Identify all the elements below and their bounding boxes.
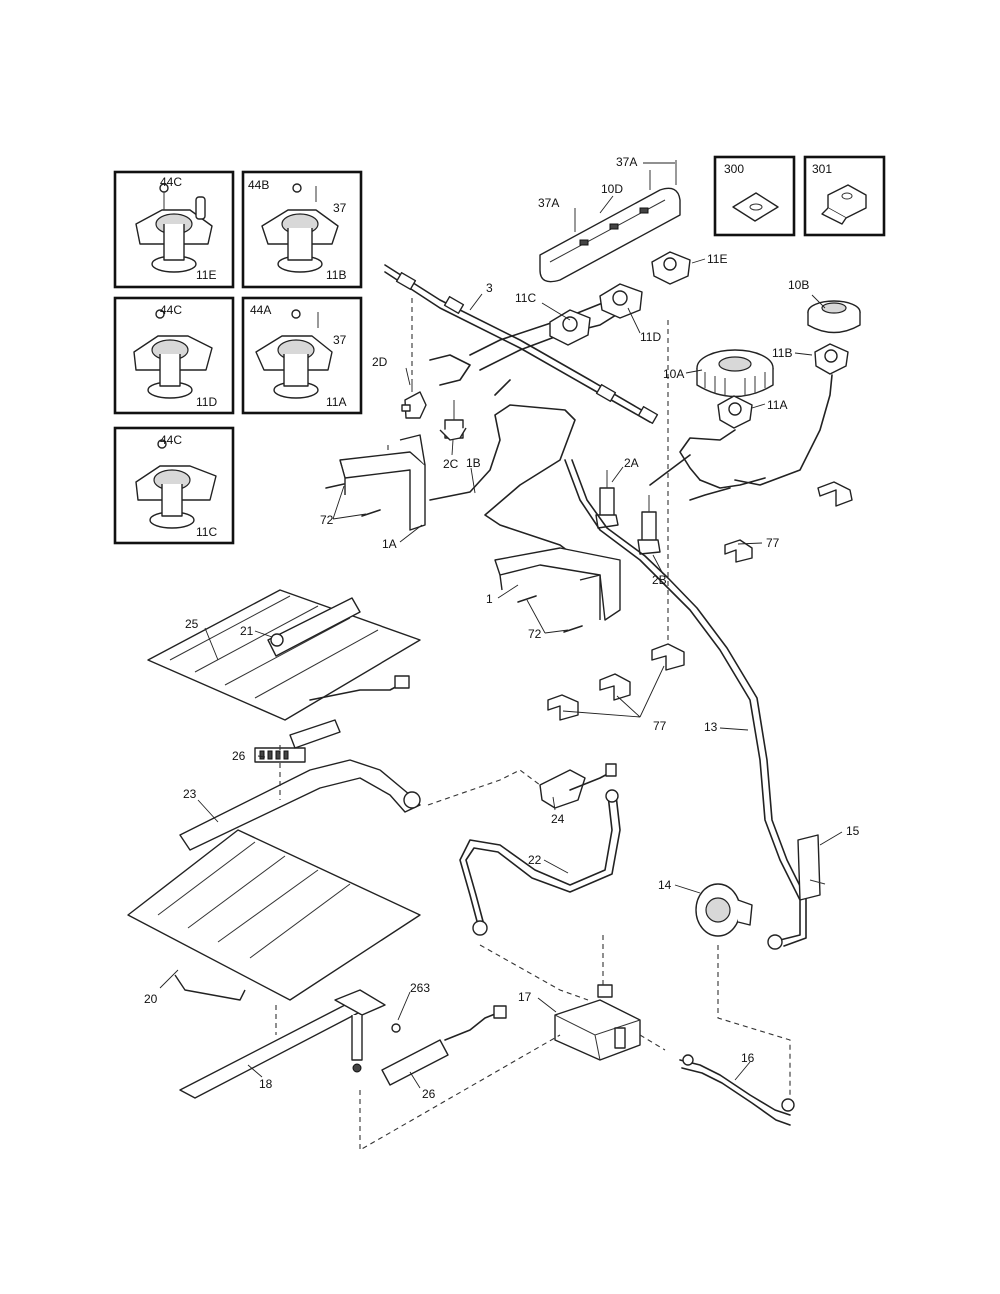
- part-label: 77: [653, 719, 667, 733]
- manifold-wire-3: [384, 264, 659, 425]
- part-label: 11A: [767, 398, 787, 412]
- part-label: 2B: [652, 573, 667, 587]
- shield-25: [147, 589, 421, 721]
- part-label: 10B: [788, 278, 809, 292]
- part-label: 11E: [707, 252, 727, 266]
- burner-cap-10b: [807, 300, 861, 334]
- valve-11e: [651, 251, 691, 285]
- part-label: 37A: [538, 196, 559, 210]
- inset-301: 301: [803, 155, 886, 237]
- part-label: 72: [528, 627, 542, 641]
- callout-label: 37: [333, 333, 347, 347]
- callout-label: 301: [812, 162, 832, 176]
- valve-11b: [814, 343, 849, 375]
- part-label: 3: [486, 281, 493, 295]
- callout-label: 11D: [196, 395, 217, 409]
- valve-11a: [717, 395, 753, 429]
- part-label: 37A: [616, 155, 637, 169]
- part-label: 15: [846, 824, 860, 838]
- callout-label: 300: [724, 162, 744, 176]
- regulator-14: [695, 883, 783, 950]
- burner-base-10d: [539, 160, 681, 283]
- manifold-1: [494, 547, 621, 621]
- part-label: 10A: [663, 367, 684, 381]
- bracket-15: [797, 834, 826, 901]
- part-label: 20: [144, 992, 158, 1006]
- part-label: 1: [486, 592, 493, 606]
- tube-11a: [679, 429, 736, 481]
- igniter-26-lower: [381, 1005, 507, 1086]
- part-label: 17: [518, 990, 532, 1004]
- leader-lines: [159, 162, 843, 1089]
- part-label: 11B: [772, 346, 792, 360]
- inset-11d: 44C 11D: [113, 296, 235, 415]
- part-label: 10D: [601, 182, 623, 196]
- part-label: 24: [551, 812, 565, 826]
- inset-11b: 44B 37 11B: [241, 170, 363, 289]
- burner-head-10a: [696, 349, 774, 398]
- valve-2c: [439, 400, 467, 441]
- callout-label: 44C: [160, 303, 182, 317]
- valve-11c: [549, 309, 591, 346]
- part-label: 16: [741, 1051, 755, 1065]
- screw-72: [325, 483, 583, 633]
- valve-2a: [595, 470, 619, 529]
- part-labels: 37A 37A 10D 11E 3 11C 11D 10B 11B 10A 11…: [144, 155, 860, 1101]
- shield-20: [127, 829, 421, 1001]
- part-label: 1A: [382, 537, 397, 551]
- callout-label: 44C: [160, 433, 182, 447]
- part-label: 13: [704, 720, 718, 734]
- inset-11c: 44C 11C: [113, 426, 235, 545]
- callout-label: 44B: [248, 178, 269, 192]
- manifold-1a: [339, 404, 581, 561]
- part-label: 21: [240, 624, 254, 638]
- valve-11d: [599, 283, 643, 319]
- callout-label: 11E: [196, 268, 216, 282]
- tube-11b: [734, 374, 833, 486]
- part-label: 11C: [515, 291, 536, 305]
- bracket-77: [547, 481, 853, 721]
- part-label: 2A: [624, 456, 639, 470]
- callout-label: 11B: [326, 268, 346, 282]
- callout-label: 11C: [196, 525, 217, 539]
- part-label: 77: [766, 536, 780, 550]
- orifice-24: [539, 763, 617, 809]
- callout-label: 11A: [326, 395, 346, 409]
- part-label: 11D: [640, 330, 661, 344]
- callout-label: 44C: [160, 175, 182, 189]
- part-label: 2C: [443, 457, 459, 471]
- valve-2b: [637, 495, 661, 555]
- inset-11e: 44C 11E: [113, 170, 235, 289]
- burner-tube-18: [179, 989, 386, 1099]
- part-label: 1B: [466, 456, 481, 470]
- valve-17: [554, 984, 641, 1061]
- part-label: 26: [232, 749, 246, 763]
- part-label: 72: [320, 513, 334, 527]
- part-label: 263: [410, 981, 430, 995]
- part-label: 25: [185, 617, 199, 631]
- valve-2d: [401, 380, 427, 419]
- inset-300: 300: [713, 155, 796, 237]
- tube-16: [679, 1054, 795, 1126]
- part-label: 18: [259, 1077, 273, 1091]
- part-label: 2D: [372, 355, 388, 369]
- part-label: 14: [658, 878, 672, 892]
- callout-label: 44A: [250, 303, 271, 317]
- part-label: 23: [183, 787, 197, 801]
- inset-11a: 44A 37 11A: [241, 296, 363, 415]
- part-label: 26: [422, 1087, 436, 1101]
- callout-label: 37: [333, 201, 347, 215]
- igniter-26-upper: [254, 719, 341, 763]
- part-label: 22: [528, 853, 542, 867]
- burner-tube-23: [179, 745, 421, 851]
- tube-22: [459, 789, 621, 936]
